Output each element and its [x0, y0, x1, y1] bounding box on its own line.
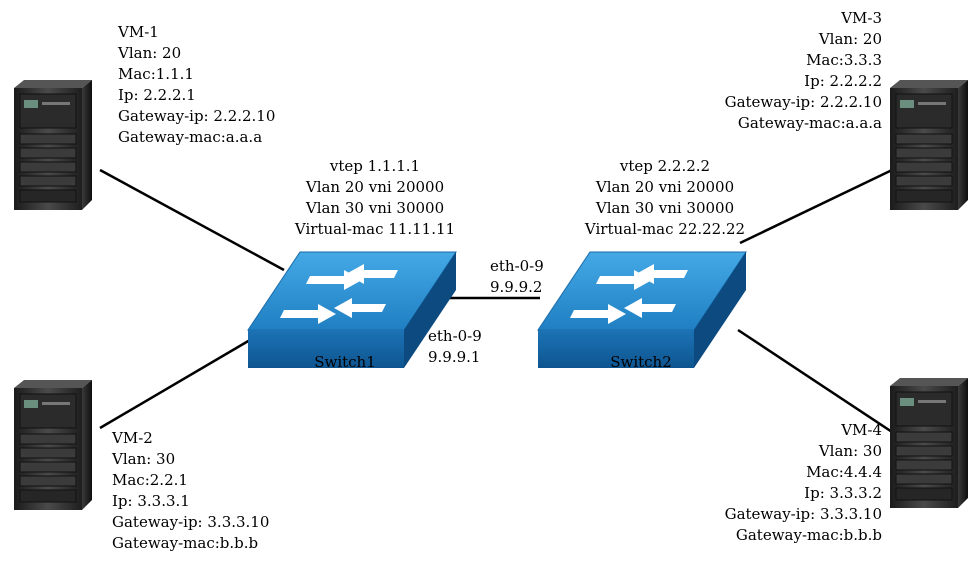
vm3-server-icon: [889, 79, 969, 211]
vm2-vlan: Vlan: 30: [112, 450, 176, 468]
link-vm4-switch2: [737, 328, 893, 434]
vm4-gateway-mac: Gateway-mac:b.b.b: [735, 526, 882, 544]
switch2-vni-vlan30: Vlan 30 vni 30000: [595, 199, 735, 217]
vm1-name: VM-1: [118, 23, 159, 41]
vm3-gateway-ip: Gateway-ip: 2.2.2.10: [724, 93, 882, 111]
vm1-mac: Mac:1.1.1: [118, 65, 194, 83]
vm2-info: VM-2 Vlan: 30 Mac:2.2.1 Ip: 3.3.3.1 Gate…: [112, 428, 269, 554]
vm4-server-icon: [889, 377, 969, 509]
vm3-mac: Mac:3.3.3: [806, 51, 882, 69]
vm3-vlan: Vlan: 20: [818, 30, 882, 48]
vm4-mac: Mac:4.4.4: [806, 463, 882, 481]
vm4-ip: Ip: 3.3.3.2: [804, 484, 882, 502]
switch1-port-ip: 9.9.9.1: [428, 348, 481, 366]
switch1-config: vtep 1.1.1.1 Vlan 20 vni 20000 Vlan 30 v…: [270, 156, 480, 240]
vm1-ip: Ip: 2.2.2.1: [118, 86, 196, 104]
vm2-gateway-mac: Gateway-mac:b.b.b: [112, 534, 259, 552]
switch1-virtual-mac: Virtual-mac 11.11.11: [294, 220, 456, 238]
switch2-vni-vlan20: Vlan 20 vni 20000: [595, 178, 735, 196]
switch1-vni-vlan30: Vlan 30 vni 30000: [305, 199, 445, 217]
link-vm3-switch2: [739, 168, 893, 245]
switch2-port: eth-0-9: [490, 257, 544, 275]
switch2-config: vtep 2.2.2.2 Vlan 20 vni 20000 Vlan 30 v…: [560, 156, 770, 240]
switch1-port-info: eth-0-9 9.9.9.1: [428, 326, 482, 368]
switch1-label: Switch1: [314, 353, 376, 371]
vm3-gateway-mac: Gateway-mac:a.a.a: [737, 114, 882, 132]
vm1-gateway-mac: Gateway-mac:a.a.a: [118, 128, 263, 146]
switch2-port-ip: 9.9.9.2: [490, 278, 543, 296]
vm1-gateway-ip: Gateway-ip: 2.2.2.10: [118, 107, 276, 125]
vm4-gateway-ip: Gateway-ip: 3.3.3.10: [724, 505, 882, 523]
link-vm1-switch1: [99, 168, 285, 272]
link-vm2-switch1: [99, 338, 251, 430]
vm2-name: VM-2: [112, 429, 153, 447]
vm1-vlan: Vlan: 20: [118, 44, 182, 62]
vm3-ip: Ip: 2.2.2.2: [804, 72, 882, 90]
vm2-mac: Mac:2.2.1: [112, 471, 188, 489]
vm3-info: VM-3 Vlan: 20 Mac:3.3.3 Ip: 2.2.2.2 Gate…: [725, 8, 882, 134]
vm2-server-icon: [13, 379, 93, 511]
switch2-virtual-mac: Virtual-mac 22.22.22: [584, 220, 746, 238]
switch1-vni-vlan20: Vlan 20 vni 20000: [305, 178, 445, 196]
switch1-vtep: vtep 1.1.1.1: [329, 157, 421, 175]
vm4-name: VM-4: [841, 421, 882, 439]
switch2-port-info: eth-0-9 9.9.9.2: [490, 256, 544, 298]
switch1-port: eth-0-9: [428, 327, 482, 345]
switch1-icon: [247, 251, 457, 369]
vm2-gateway-ip: Gateway-ip: 3.3.3.10: [112, 513, 270, 531]
vm4-vlan: Vlan: 30: [818, 442, 882, 460]
switch2-label: Switch2: [610, 353, 672, 371]
vm4-info: VM-4 Vlan: 30 Mac:4.4.4 Ip: 3.3.3.2 Gate…: [725, 420, 882, 546]
vm2-ip: Ip: 3.3.3.1: [112, 492, 190, 510]
switch2-icon: [537, 251, 747, 369]
vm3-name: VM-3: [841, 9, 882, 27]
vm1-info: VM-1 Vlan: 20 Mac:1.1.1 Ip: 2.2.2.1 Gate…: [118, 22, 275, 148]
vm1-server-icon: [13, 79, 93, 211]
links: [99, 168, 893, 434]
switch2-vtep: vtep 2.2.2.2: [619, 157, 711, 175]
